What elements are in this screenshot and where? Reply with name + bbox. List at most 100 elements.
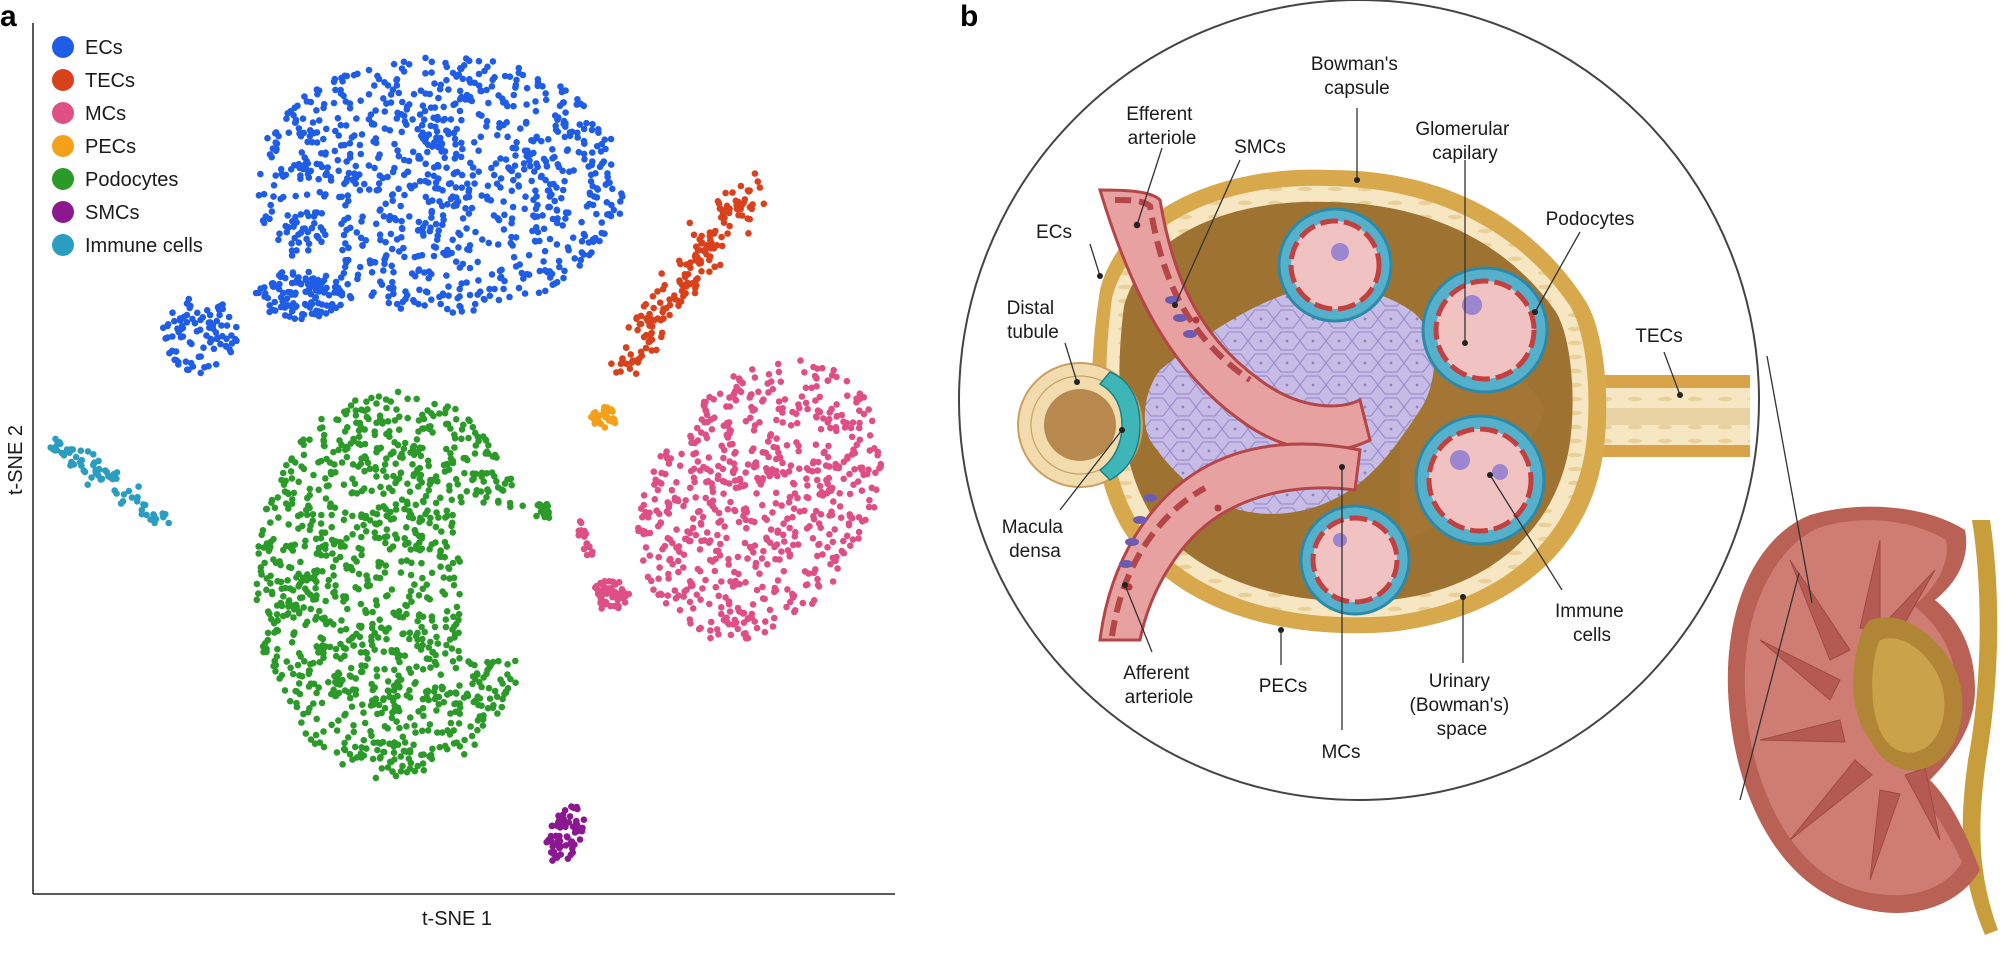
scatter-point bbox=[773, 416, 780, 424]
scatter-point bbox=[696, 236, 703, 243]
scatter-point bbox=[403, 524, 410, 531]
scatter-point bbox=[332, 127, 339, 135]
scatter-point bbox=[425, 198, 433, 206]
scatter-point bbox=[459, 260, 467, 268]
scatter-point bbox=[493, 180, 501, 187]
scatter-point bbox=[376, 231, 384, 238]
scatter-point bbox=[650, 468, 658, 476]
scatter-point bbox=[619, 358, 626, 366]
scatter-point bbox=[780, 567, 788, 575]
label-urinary-space: Urinary (Bowman's) space bbox=[1410, 671, 1515, 740]
scatter-point bbox=[366, 465, 374, 473]
scatter-point bbox=[351, 132, 358, 139]
scatter-point bbox=[694, 275, 701, 282]
scatter-point bbox=[424, 457, 432, 465]
scatter-point bbox=[318, 301, 326, 308]
scatter-point bbox=[418, 532, 426, 540]
scatter-point bbox=[313, 139, 321, 146]
scatter-point bbox=[441, 409, 449, 417]
scatter-point bbox=[395, 475, 403, 482]
scatter-point bbox=[781, 396, 789, 403]
scatter-point bbox=[281, 687, 289, 694]
scatter-point bbox=[261, 284, 268, 291]
scatter-point bbox=[803, 525, 811, 532]
scatter-point bbox=[299, 225, 307, 232]
scatter-point bbox=[306, 132, 314, 140]
scatter-point bbox=[696, 567, 704, 575]
scatter-point bbox=[332, 86, 339, 94]
scatter-point bbox=[397, 305, 405, 312]
scatter-point bbox=[451, 444, 458, 451]
scatter-point bbox=[819, 551, 826, 558]
scatter-point bbox=[421, 302, 429, 309]
scatter-point bbox=[526, 157, 533, 164]
scatter-point bbox=[489, 704, 497, 712]
scatter-point bbox=[419, 411, 426, 419]
scatter-point bbox=[706, 393, 713, 401]
scatter-point bbox=[563, 833, 571, 840]
scatter-point bbox=[564, 146, 572, 153]
scatter-point bbox=[340, 231, 348, 239]
scatter-point bbox=[301, 658, 308, 665]
scatter-point bbox=[443, 445, 450, 453]
scatter-point bbox=[401, 253, 408, 261]
scatter-point bbox=[485, 684, 493, 692]
scatter-point bbox=[372, 464, 379, 471]
scatter-point bbox=[473, 487, 481, 494]
scatter-point bbox=[541, 247, 549, 255]
scatter-point bbox=[571, 255, 578, 262]
scatter-point bbox=[515, 183, 523, 190]
scatter-point bbox=[833, 373, 840, 381]
scatter-point bbox=[753, 462, 760, 470]
scatter-point bbox=[786, 598, 794, 606]
scatter-point bbox=[795, 442, 802, 450]
scatter-point bbox=[716, 390, 724, 398]
scatter-point bbox=[766, 606, 774, 614]
scatter-point bbox=[856, 419, 863, 427]
scatter-point bbox=[411, 182, 419, 189]
scatter-point bbox=[329, 550, 336, 557]
scatter-point bbox=[277, 270, 285, 277]
scatter-point bbox=[307, 680, 315, 687]
scatter-point bbox=[475, 111, 483, 118]
scatter-point bbox=[520, 166, 528, 173]
scatter-point bbox=[413, 436, 421, 443]
scatter-point bbox=[359, 668, 366, 676]
scatter-point bbox=[540, 155, 548, 163]
scatter-point bbox=[718, 610, 725, 618]
scatter-point bbox=[445, 180, 453, 188]
scatter-point bbox=[428, 569, 436, 577]
scatter-point bbox=[640, 492, 648, 499]
scatter-point bbox=[382, 562, 390, 569]
scatter-point bbox=[307, 660, 314, 668]
scatter-point bbox=[267, 580, 274, 587]
scatter-point bbox=[445, 292, 452, 300]
scatter-point bbox=[465, 434, 472, 442]
scatter-point bbox=[463, 488, 471, 495]
scatter-point bbox=[395, 608, 403, 615]
scatter-point bbox=[335, 717, 342, 724]
scatter-point bbox=[353, 754, 361, 761]
scatter-point bbox=[732, 619, 740, 626]
scatter-point bbox=[380, 695, 388, 702]
scatter-point bbox=[580, 102, 588, 110]
scatter-point bbox=[315, 175, 323, 183]
scatter-point bbox=[272, 172, 280, 179]
scatter-point bbox=[739, 482, 747, 490]
scatter-point bbox=[266, 215, 273, 223]
scatter-point bbox=[376, 755, 384, 762]
scatter-point bbox=[396, 453, 404, 461]
scatter-point bbox=[266, 610, 273, 618]
scatter-point bbox=[332, 469, 339, 476]
scatter-point bbox=[266, 302, 274, 309]
scatter-point bbox=[802, 581, 810, 589]
scatter-point bbox=[740, 619, 748, 626]
scatter-point bbox=[422, 70, 429, 77]
scatter-point bbox=[720, 490, 727, 498]
scatter-point bbox=[390, 472, 397, 480]
scatter-point bbox=[356, 263, 364, 271]
scatter-point bbox=[400, 58, 408, 66]
legend-swatch bbox=[52, 36, 74, 58]
scatter-point bbox=[717, 540, 724, 548]
scatter-point bbox=[465, 416, 472, 424]
